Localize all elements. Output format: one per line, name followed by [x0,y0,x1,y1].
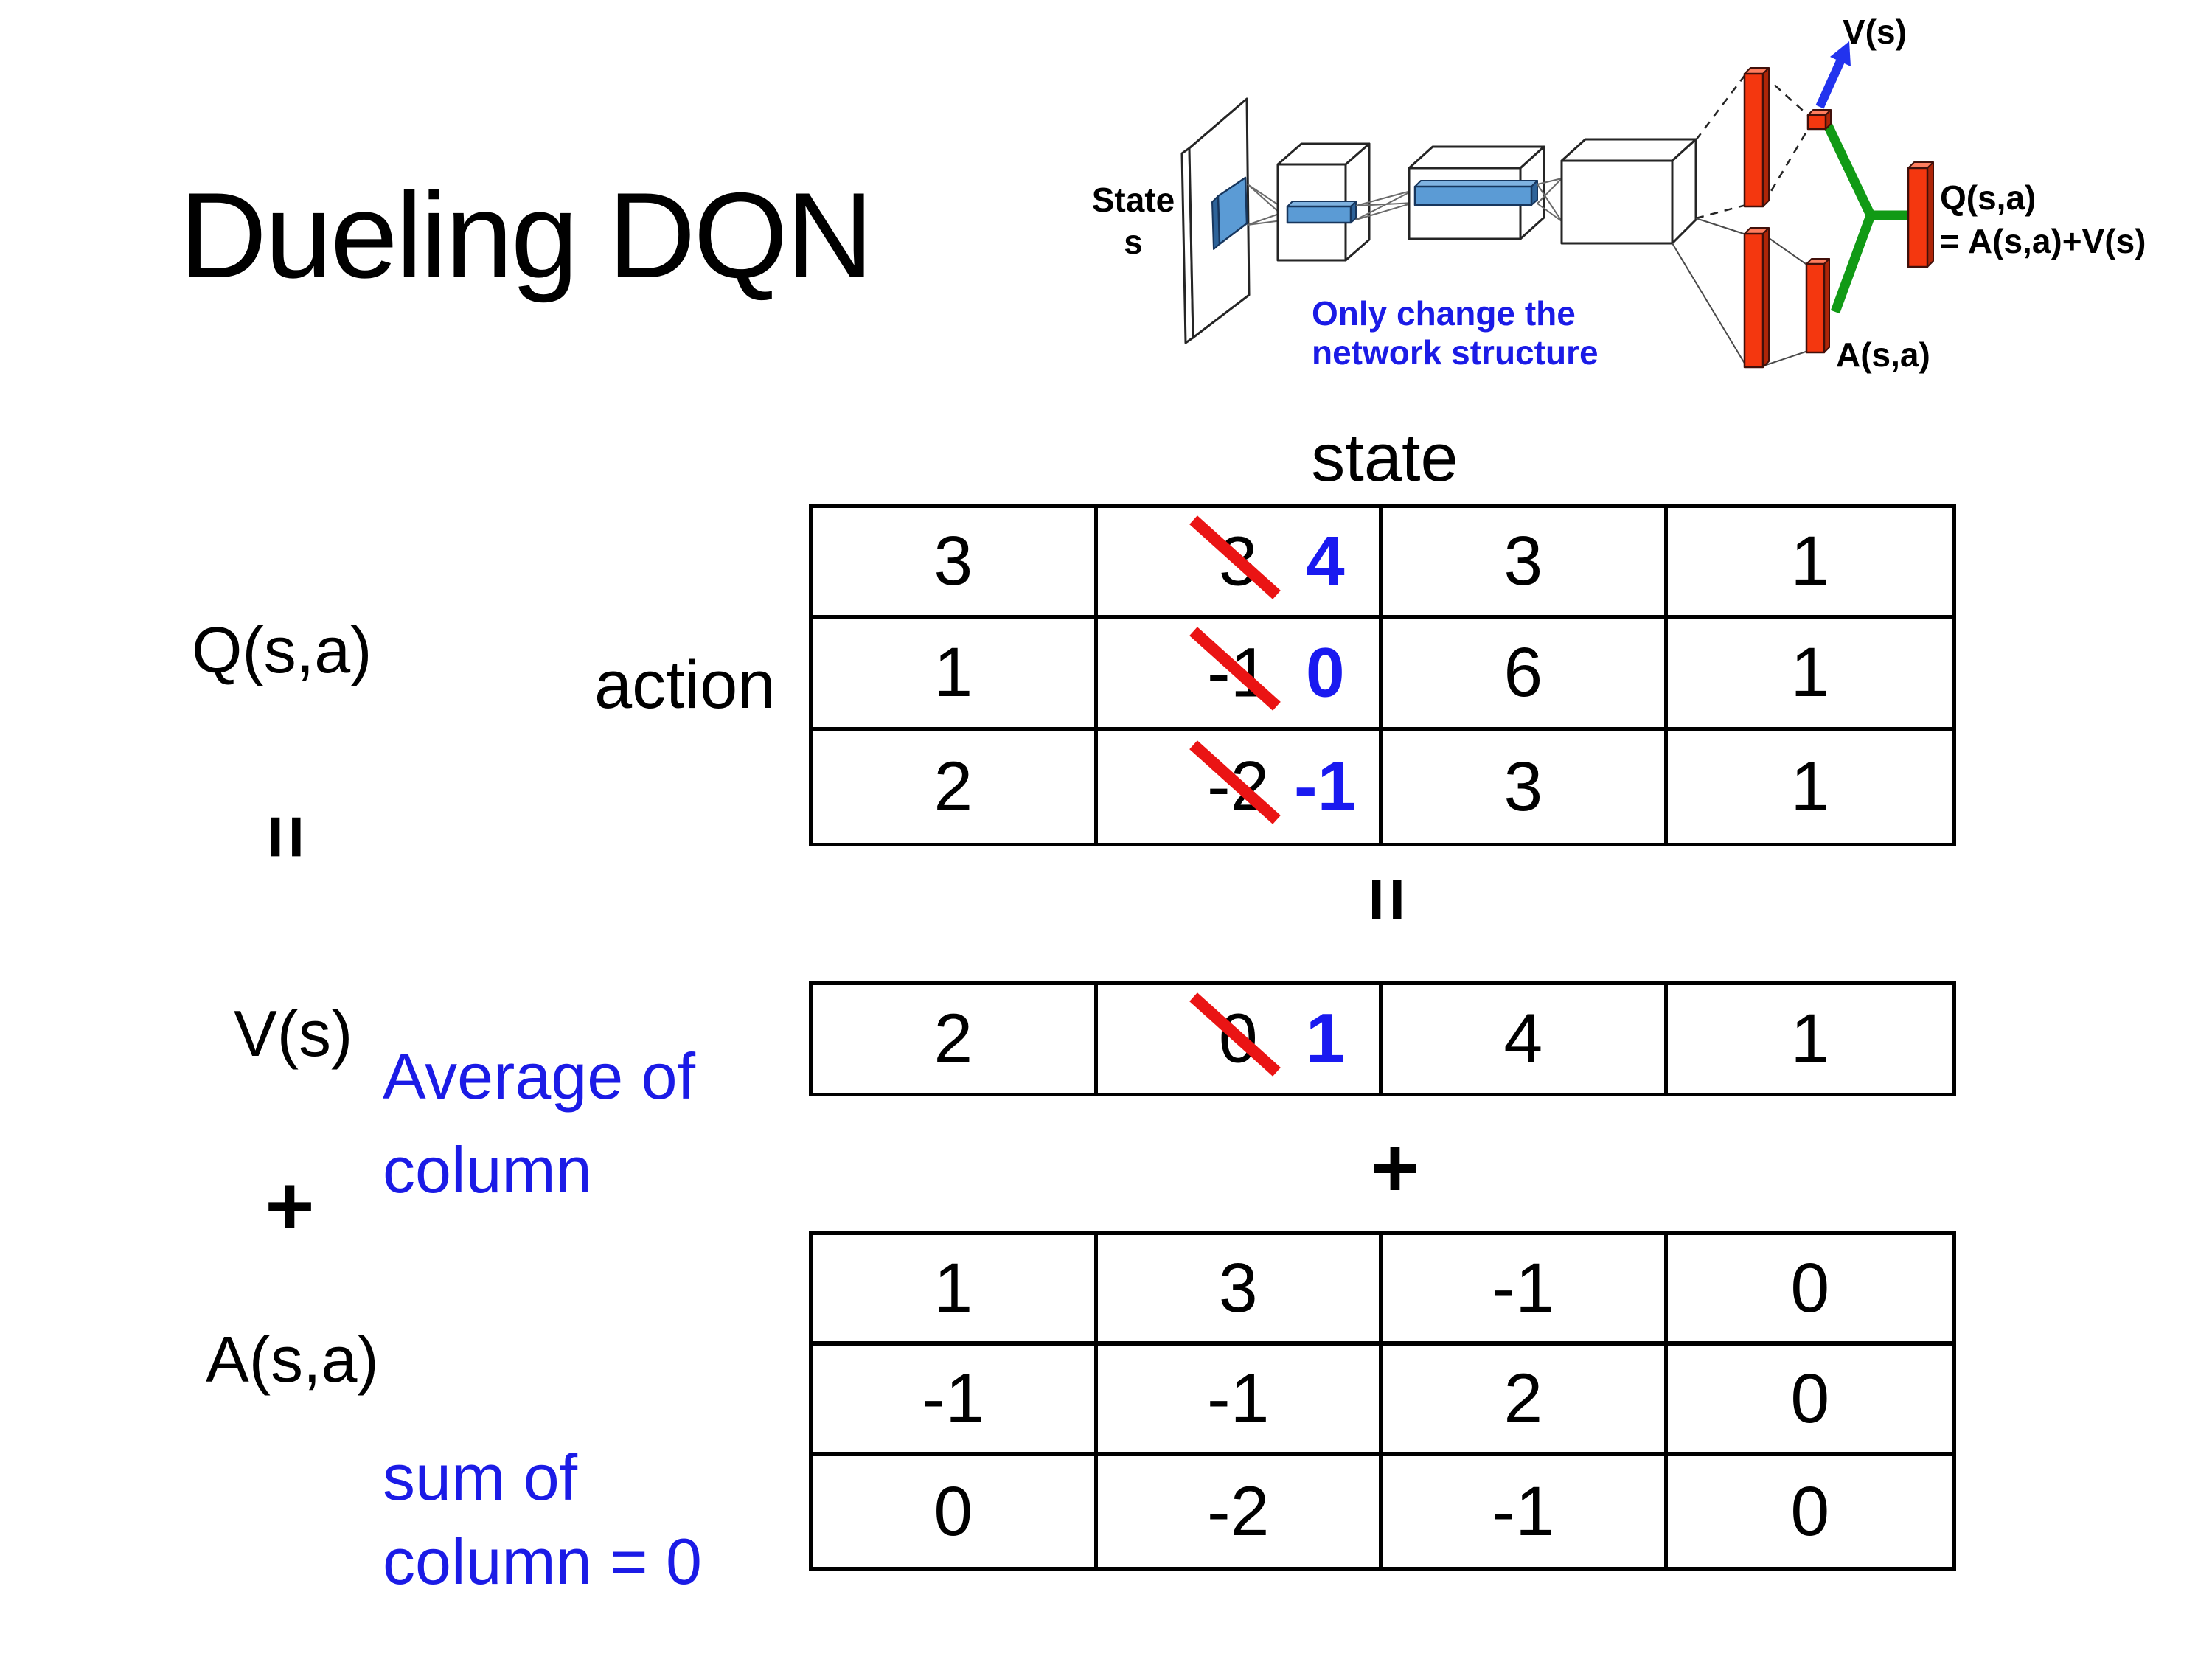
a-table-cell-r1c2: 3 [1097,1235,1382,1346]
a-table-cell-r2c4: 0 [1667,1346,1952,1456]
feature-bar-1 [1286,201,1357,224]
conv-cone-lines-2 [1355,189,1414,220]
plus-sign-left: + [246,1159,334,1253]
a-table-cell-r2c3: 2 [1382,1346,1668,1456]
new-value: -1 [1294,747,1357,826]
sum-note-line2: column = 0 [383,1525,702,1598]
a-table-cell-r2c1: -1 [813,1346,1098,1456]
new-value: 4 [1305,522,1345,601]
equals-glyph: = [243,814,330,860]
conv-cone-lines-3 [1537,178,1562,222]
a-table-cell-r3c1: 0 [813,1456,1098,1567]
q-table-cell-r3c1: 2 [813,731,1098,843]
v-table-cell-r1c3: 4 [1382,985,1668,1093]
a-table-cell-r2c2: -1 [1097,1346,1382,1456]
v-stream-dashed-lines [1695,73,1811,220]
dueling-network-diagram [1180,41,1934,369]
avg-note-line1: Average of [383,1040,696,1113]
a-stream-lines [1672,218,1809,366]
a-table-cell-r1c1: 1 [813,1235,1098,1346]
q-table-cell-r1c1: 3 [813,508,1098,620]
state-header: state [1311,420,1458,495]
avg-note-line2: column [383,1133,592,1206]
diagram-note-line1: Only change the [1312,294,1576,333]
diagram-a-label: A(s,a) [1836,335,1930,374]
diagram-input-label-line1: State [1091,181,1175,219]
a-table-cell-r3c4: 0 [1790,1472,1830,1551]
q-table-cell-r1c2: 34 [1097,508,1382,620]
q-table-cell-r2c4: 1 [1667,619,1952,731]
new-value: 1 [1305,999,1345,1078]
plus-glyph: + [265,1159,315,1253]
conv-filter-icon [1211,176,1248,250]
diagram-input-label: State s [1078,179,1189,263]
v-table-cell-r1c1: 2 [813,985,1098,1093]
v-scalar-node [1806,109,1832,131]
q-table-cell-r1c3: 3 [1382,508,1668,620]
v-arrow [1815,41,1851,109]
v-table-cell-r1c2: 01 [1098,985,1382,1093]
a-table-cell-r3c3: -1 [1382,1456,1668,1567]
q-table-cell-r3c4: 1 [1790,747,1830,826]
q-table-cell-r2c2: -10 [1097,619,1382,731]
a-table-cell-r1c3: -1 [1382,1235,1668,1346]
diagram-q-label: Q(s,a) = A(s,a)+V(s) [1940,176,2146,263]
q-table-cell-r2c3: 6 [1382,619,1668,731]
q-table-cell-r1c4: 1 [1667,508,1952,620]
a-term-label: A(s,a) [206,1323,379,1396]
equals-sign-center: = [1343,855,1431,944]
diagram-v-label: V(s) [1843,13,1907,51]
a-table-cell-r3c2: -2 [1098,1456,1382,1567]
equals-glyph: = [1344,877,1430,922]
diagram-input-label-line2: s [1124,223,1143,261]
plus-sign-center: + [1351,1121,1439,1215]
page-title: Dueling DQN [179,167,874,303]
a-table-cell-r1c4: 0 [1667,1235,1952,1346]
diagram-q-label-line2: = A(s,a)+V(s) [1940,222,2146,260]
v-hidden-bar [1743,67,1770,208]
v-values-table: 20141 [809,981,1956,1096]
q-table-cell-r3c3: 3 [1382,731,1668,843]
a-hidden-bar [1743,227,1770,369]
fc-box [1560,138,1697,245]
q-output-bar [1907,161,1934,268]
q-term-label: Q(s,a) [192,613,372,686]
new-value: 0 [1305,633,1345,712]
diagram-q-label-line1: Q(s,a) [1940,178,2037,217]
sum-of-column-note: sum of column = 0 [383,1436,702,1604]
q-table-cell-r3c2: -2-1 [1098,731,1382,843]
v-table-cell-r1c4: 1 [1790,999,1830,1078]
diagram-note-line2: network structure [1312,333,1599,372]
sum-link-green [1823,123,1909,314]
v-term-label: V(s) [234,997,353,1070]
feature-bar-2 [1413,180,1538,206]
action-header: action [594,647,776,723]
q-table-cell-r2c1: 1 [813,619,1098,731]
sum-note-line1: sum of [383,1441,578,1514]
a-output-bar [1805,258,1830,354]
plus-glyph: + [1370,1121,1420,1215]
average-of-column-note: Average of column [383,1029,695,1217]
equals-sign-left: = [242,793,330,881]
